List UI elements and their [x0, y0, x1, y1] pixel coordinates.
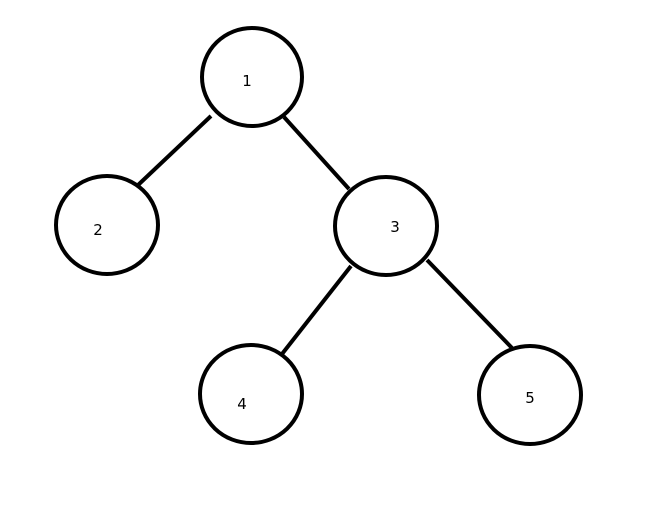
edge-3-4 [280, 264, 353, 356]
tree-node-3: 3 [333, 175, 439, 277]
node-1-circle [200, 26, 304, 128]
node-5-circle [477, 344, 583, 446]
node-1-label: 1 [242, 72, 252, 90]
node-4-label: 4 [237, 395, 247, 413]
edge-1-2 [135, 114, 213, 188]
node-2-circle [54, 174, 160, 276]
tree-node-1: 1 [200, 26, 304, 128]
tree-node-5: 5 [477, 344, 583, 446]
edge-1-3 [282, 115, 351, 191]
node-4-circle [198, 343, 304, 445]
node-2-label: 2 [93, 221, 103, 239]
node-3-label: 3 [390, 218, 400, 236]
edge-3-5 [425, 258, 514, 350]
node-3-circle [333, 175, 439, 277]
tree-node-2: 2 [54, 174, 160, 276]
tree-node-4: 4 [198, 343, 304, 445]
node-5-label: 5 [525, 389, 535, 407]
